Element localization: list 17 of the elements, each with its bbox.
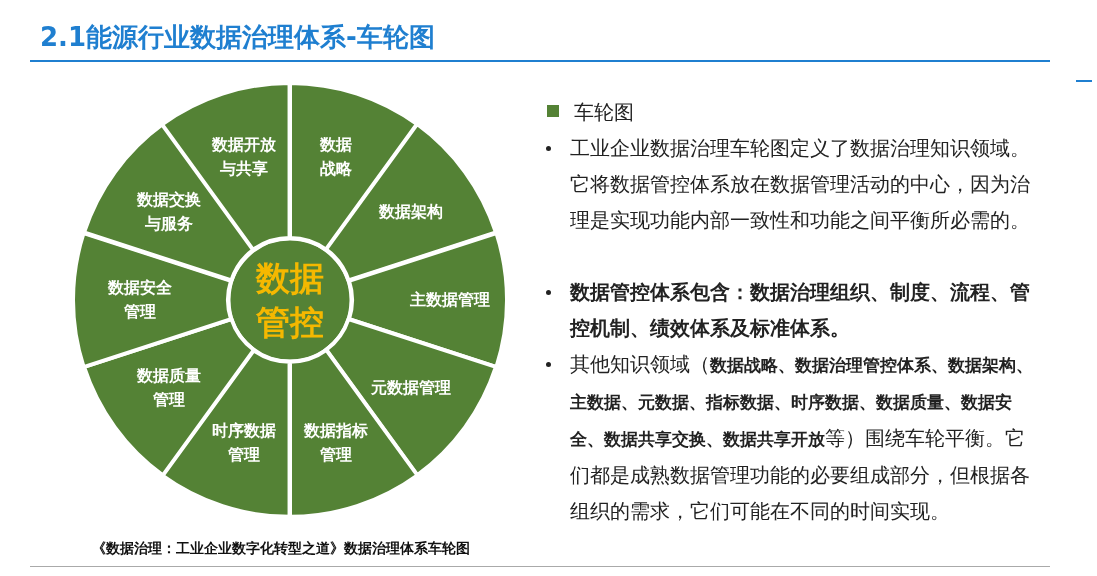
- sector-label: 数据指标管理: [303, 419, 370, 466]
- sector-label: 数据战略: [319, 134, 354, 181]
- sector-label: 数据安全管理: [107, 277, 173, 323]
- caption: 《数据治理：工业企业数字化转型之道》数据治理体系车轮图: [92, 540, 470, 558]
- sector-label: 主数据管理: [409, 289, 491, 311]
- sector-label: 时序数据管理: [210, 419, 277, 466]
- sector-label: 数据开放与共享: [210, 134, 277, 181]
- bullet-paragraph: 数据管控体系包含：数据治理组织、制度、流程、管控机制、绩效体系及标准体系。: [570, 279, 1031, 342]
- bullet-paragraph: 工业企业数据治理车轮图定义了数据治理知识领域。它将数据管控体系放在数据管理活动的中心，因为治理是实现功能内部一致性和功能之间平衡所必需的。: [570, 135, 1031, 234]
- sector-label: 数据交换与服务: [135, 188, 202, 235]
- slide-title: 2.1能源行业数据治理体系-车轮图: [40, 21, 435, 54]
- sector-label: 数据质量管理: [135, 365, 202, 412]
- sector-label: 数据架构: [378, 200, 445, 223]
- section-heading: 车轮图: [574, 99, 634, 126]
- bullet-paragraph: 其他知识领域（数据战略、数据治理管控体系、数据架构、主数据、元数据、指标数据、时序数据、数据质量、数据安全、数据共享交换、数据共享开放等）围绕车轮平衡。它们都是成熟数据管理功能的必要组成部分，但根据各组织的需求，它们可能在不同的时间实现。: [570, 351, 1034, 525]
- hub-label: 数据管控: [254, 257, 325, 344]
- sector-label: 元数据管理: [370, 377, 453, 400]
